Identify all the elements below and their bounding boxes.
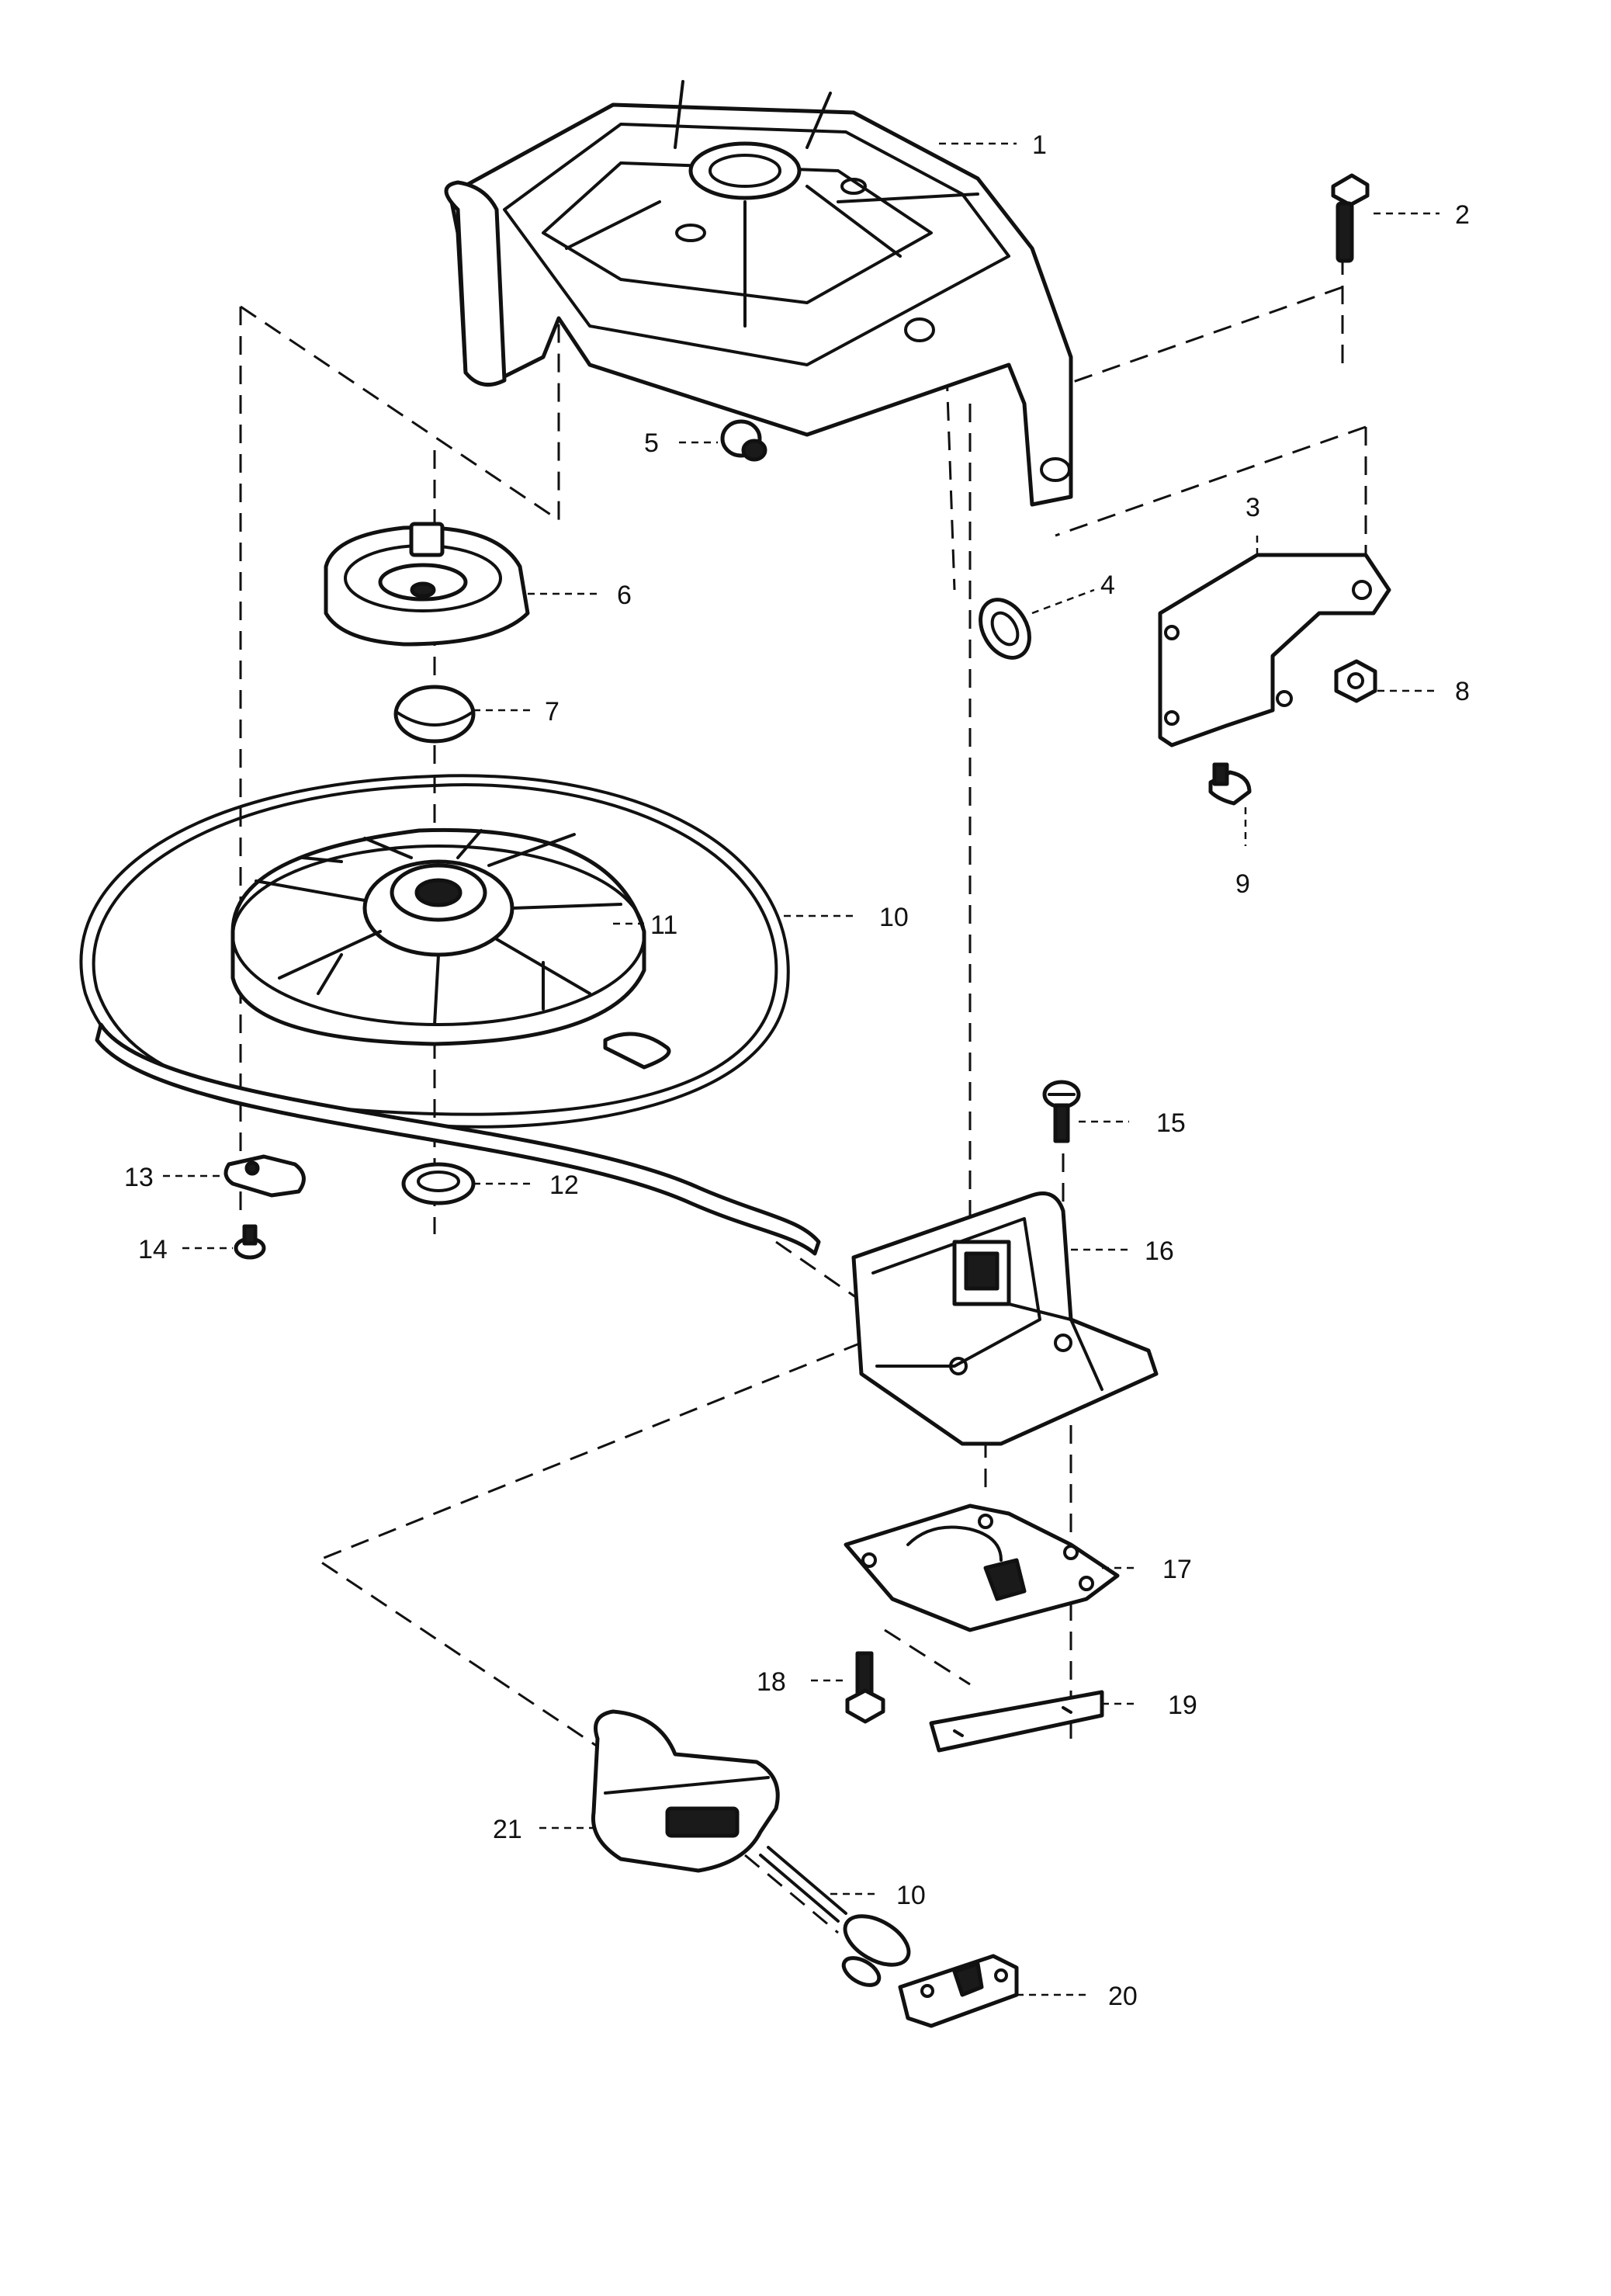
grommet [720, 419, 767, 462]
washer [979, 598, 1031, 660]
callout-6: 6 [617, 581, 632, 610]
callout-12: 12 [549, 1171, 579, 1200]
callout-3: 3 [1245, 493, 1260, 522]
callout-17: 17 [1162, 1555, 1192, 1584]
callout-11: 11 [650, 910, 677, 940]
callout-2: 2 [1455, 200, 1470, 230]
callout-18: 18 [757, 1667, 786, 1697]
callout-7: 7 [545, 697, 560, 727]
callout-8: 8 [1455, 677, 1470, 706]
callout-10-rope: 10 [879, 903, 909, 932]
rope-end-assembly [759, 1846, 911, 1987]
callout-leaders [163, 142, 1440, 1996]
callout-9: 9 [1235, 869, 1250, 899]
retainer-strip [929, 1690, 1104, 1753]
starter-housing [444, 80, 1073, 507]
callout-5: 5 [644, 428, 659, 458]
rope-guide [851, 1191, 1159, 1446]
guide-plate [844, 1503, 1120, 1632]
callout-14: 14 [138, 1235, 168, 1264]
callout-numbers: 1 2 3 4 5 6 7 8 9 10 11 12 13 14 15 16 1… [124, 130, 1470, 2011]
guide-screw [1042, 1080, 1081, 1143]
starter-rope-coil [79, 774, 821, 1256]
plate-bolt [845, 1651, 885, 1724]
callout-4: 4 [1100, 571, 1115, 600]
callout-16: 16 [1145, 1236, 1174, 1266]
hex-nut [1334, 659, 1377, 703]
callout-13: 13 [124, 1163, 154, 1192]
center-cap [393, 685, 476, 744]
callout-10-rope-end: 10 [896, 1881, 926, 1910]
callout-19: 19 [1168, 1691, 1197, 1720]
bracket-screw [1208, 762, 1252, 806]
starter-handle [591, 1709, 780, 1873]
rope-pulley [230, 827, 646, 1046]
pulley-washer [401, 1162, 476, 1205]
callout-1: 1 [1032, 130, 1047, 160]
bolt [1331, 173, 1370, 263]
callout-20: 20 [1108, 1982, 1138, 2011]
pawl [223, 1154, 306, 1198]
callout-21: 21 [493, 1815, 522, 1844]
assembly-guide-lines [239, 256, 1367, 1934]
bracket-plate [1158, 553, 1391, 747]
handle-insert [898, 1954, 1019, 2028]
spring-housing [324, 522, 530, 647]
callout-15: 15 [1156, 1108, 1186, 1138]
pawl-screw [234, 1224, 266, 1260]
